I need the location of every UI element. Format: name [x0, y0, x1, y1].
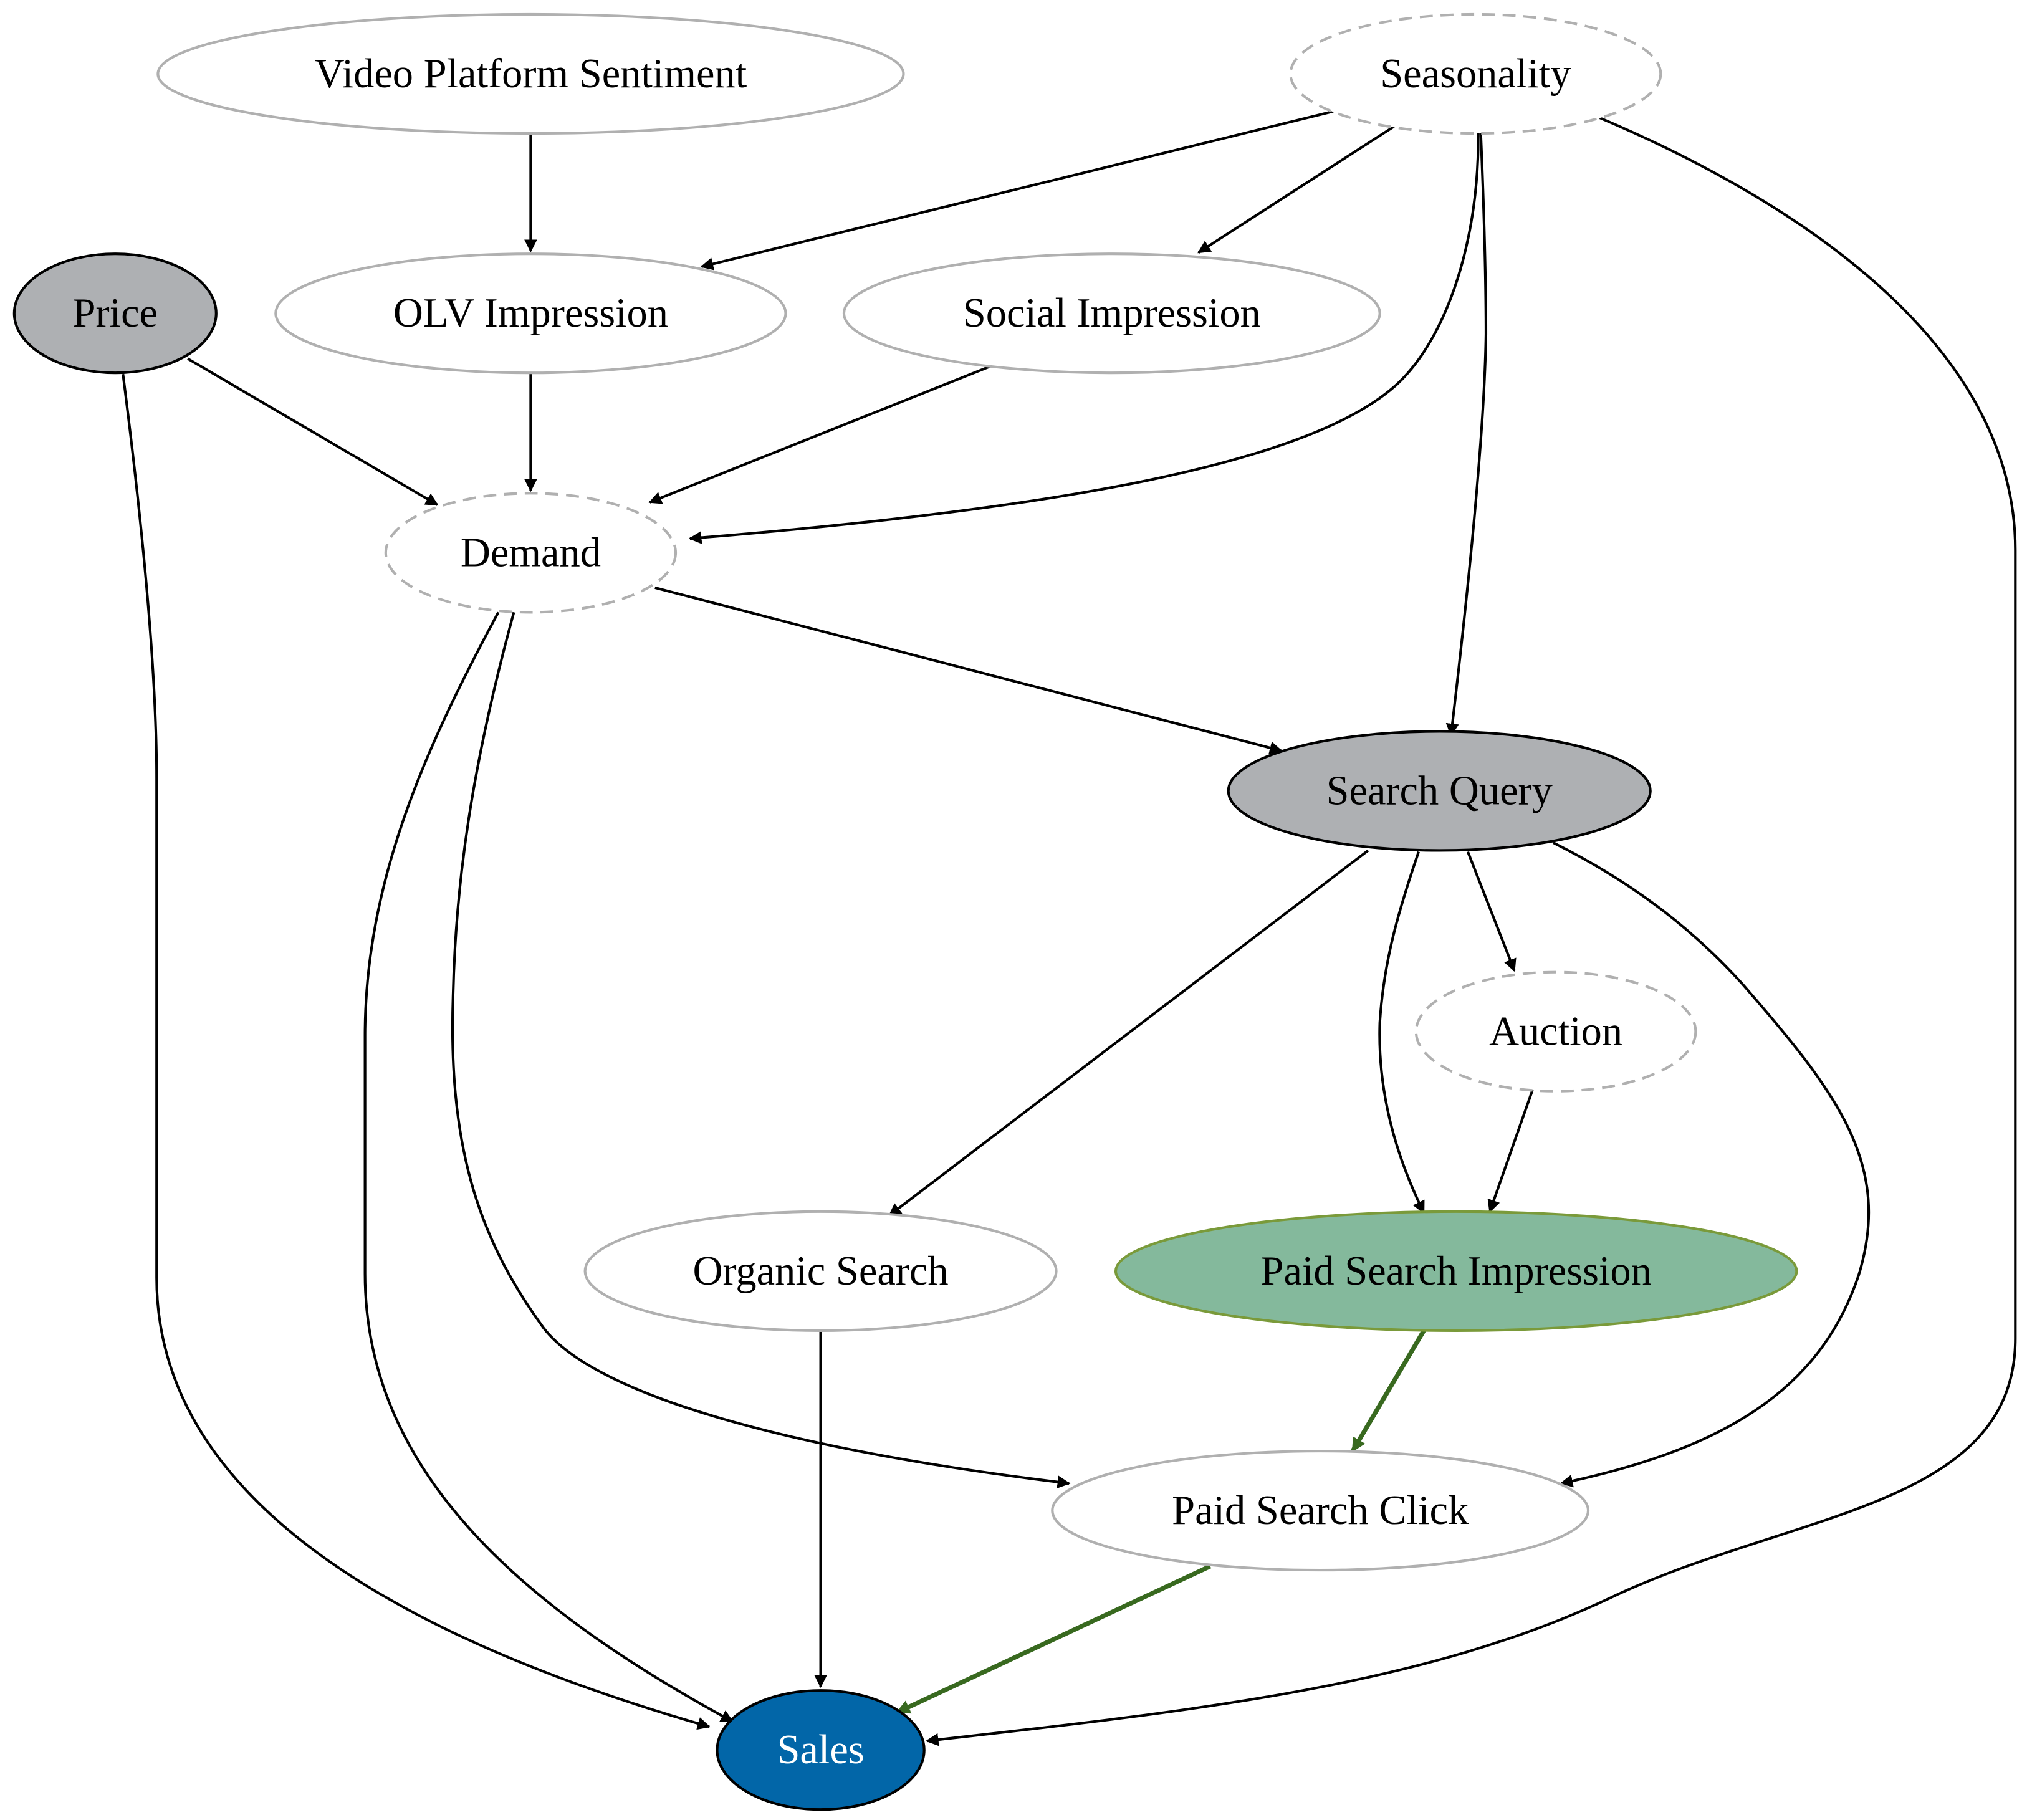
edges	[122, 110, 2017, 1746]
node-label: Demand	[461, 530, 601, 575]
highlighted-edges	[896, 1329, 1426, 1715]
edge-price-to-sales	[122, 374, 711, 1730]
node-auction: Auction	[1414, 970, 1697, 1093]
edge-seasonality-to-sales	[925, 117, 2017, 1746]
node-label: Social Impression	[963, 290, 1261, 336]
node-demand: Demand	[384, 492, 678, 614]
node-video-platform-sentiment: Video Platform Sentiment	[156, 12, 905, 135]
node-sales: Sales	[716, 1689, 926, 1811]
node-paid-search-click: Paid Search Click	[1051, 1449, 1590, 1572]
node-paid-search-impression: Paid Search Impression	[1114, 1210, 1798, 1332]
edge-demand-to-paid-click	[451, 611, 1071, 1489]
node-olv-impression: OLV Impression	[274, 252, 787, 375]
node-label: Organic Search	[693, 1248, 949, 1294]
edge-search-query-to-paid-impression	[1378, 851, 1426, 1214]
edge-paid-click-to-sales	[896, 1564, 1212, 1715]
edge-price-to-demand	[187, 357, 439, 506]
node-label: Paid Search Click	[1172, 1488, 1469, 1533]
node-search-query: Search Query	[1227, 730, 1652, 852]
node-label: Paid Search Impression	[1261, 1248, 1652, 1294]
node-label: Auction	[1489, 1009, 1622, 1055]
node-seasonality: Seasonality	[1289, 12, 1662, 135]
node-social-impression: Social Impression	[842, 252, 1381, 375]
edge-auction-to-paid-impression	[1487, 1089, 1534, 1213]
node-organic-search: Organic Search	[583, 1210, 1058, 1332]
node-label: Video Platform Sentiment	[315, 51, 747, 97]
node-label: OLV Impression	[393, 290, 668, 336]
node-label: Sales	[777, 1727, 864, 1773]
edge-paid-impression-to-paid-click	[1350, 1329, 1426, 1452]
edge-demand-to-sales	[363, 611, 734, 1723]
edge-seasonality-to-social	[1197, 124, 1396, 254]
edge-seasonality-to-olv	[700, 110, 1334, 271]
node-price: Price	[12, 252, 218, 375]
edge-search-query-to-paid-click	[1553, 841, 1871, 1488]
edge-demand-to-search-query	[654, 586, 1283, 754]
edge-search-query-to-auction	[1466, 851, 1517, 972]
edge-social-to-demand	[648, 365, 991, 504]
node-label: Seasonality	[1380, 51, 1571, 97]
nodes: Video Platform Sentiment Seasonality Pri…	[12, 12, 1798, 1811]
node-label: Price	[73, 290, 158, 336]
edge-seasonality-to-search-query	[1445, 133, 1488, 737]
edge-seasonality-to-demand	[688, 133, 1480, 544]
node-label: Search Query	[1326, 768, 1553, 813]
edge-search-query-to-organic	[888, 849, 1369, 1217]
